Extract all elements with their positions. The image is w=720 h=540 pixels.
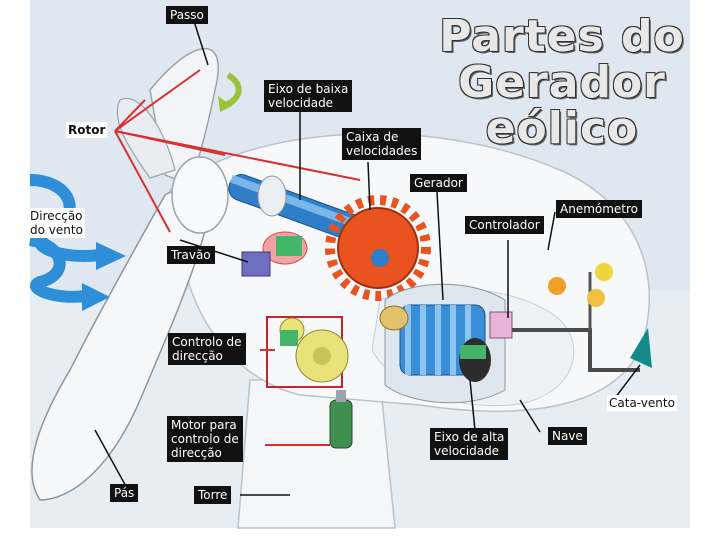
gearbox-hub xyxy=(371,249,389,267)
shaft-bearing xyxy=(257,175,287,217)
label-motor-controlo-direccao: Motor para controlo de direcção xyxy=(167,416,243,462)
brake-caliper xyxy=(241,251,271,277)
label-passo: Passo xyxy=(166,6,208,24)
gearbox-teeth xyxy=(325,195,431,301)
pointer-lines xyxy=(94,17,641,496)
label-eixo-baixa-velocidade: Eixo de baixa velocidade xyxy=(264,80,353,112)
label-rotor: Rotor xyxy=(66,122,108,138)
label-eixo-alta-velocidade: Eixo de alta velocidade xyxy=(430,428,509,460)
anemometer-cup-left xyxy=(548,277,566,295)
leader-lines xyxy=(114,69,361,446)
controller-box xyxy=(489,311,513,339)
label-gerador: Gerador xyxy=(410,174,467,192)
yaw-motor xyxy=(329,399,353,449)
label-travao: Travão xyxy=(167,246,215,264)
title-line-3: eólico xyxy=(485,103,639,154)
tower xyxy=(237,379,396,529)
pitch-arrowhead xyxy=(218,96,232,112)
gearbox-gear xyxy=(337,207,419,289)
label-caixa-de-velocidades: Caixa de velocidades xyxy=(342,128,422,160)
label-nave: Nave xyxy=(548,427,587,445)
high-speed-shaft xyxy=(460,345,486,359)
label-direccao-do-vento: Direcção do vento xyxy=(28,208,85,238)
title-line-1: Partes do xyxy=(439,11,685,62)
anemometer-cup-top xyxy=(595,263,613,281)
label-torre: Torre xyxy=(194,486,232,504)
wind-arrowhead-lower xyxy=(82,283,110,311)
label-pas: Pás xyxy=(110,484,139,502)
yaw-gear-shaft xyxy=(280,330,298,346)
label-controlo-de-direccao: Controlo de direcção xyxy=(168,333,246,365)
controller-cable xyxy=(512,328,640,372)
anemometer-cup-right xyxy=(587,289,605,307)
pitch-arrow xyxy=(223,72,242,108)
label-controlador: Controlador xyxy=(465,216,544,234)
wind-arrowhead-upper xyxy=(96,242,126,270)
diagram-title: Partes do Gerador eólico xyxy=(432,14,692,152)
label-cata-vento: Cata-vento xyxy=(607,395,677,411)
high-speed-shaft-coupling xyxy=(459,338,491,382)
yaw-motor-shaft xyxy=(336,390,346,402)
title-line-2: Gerador xyxy=(458,57,666,108)
brake-body xyxy=(276,236,302,256)
wind-vane xyxy=(630,328,652,368)
label-anemometro: Anemómetro xyxy=(556,200,643,218)
rotor-hub xyxy=(171,156,229,234)
small-gear xyxy=(379,305,409,331)
yaw-gear-hub xyxy=(313,347,331,365)
wind-arrow-lower xyxy=(28,234,86,303)
